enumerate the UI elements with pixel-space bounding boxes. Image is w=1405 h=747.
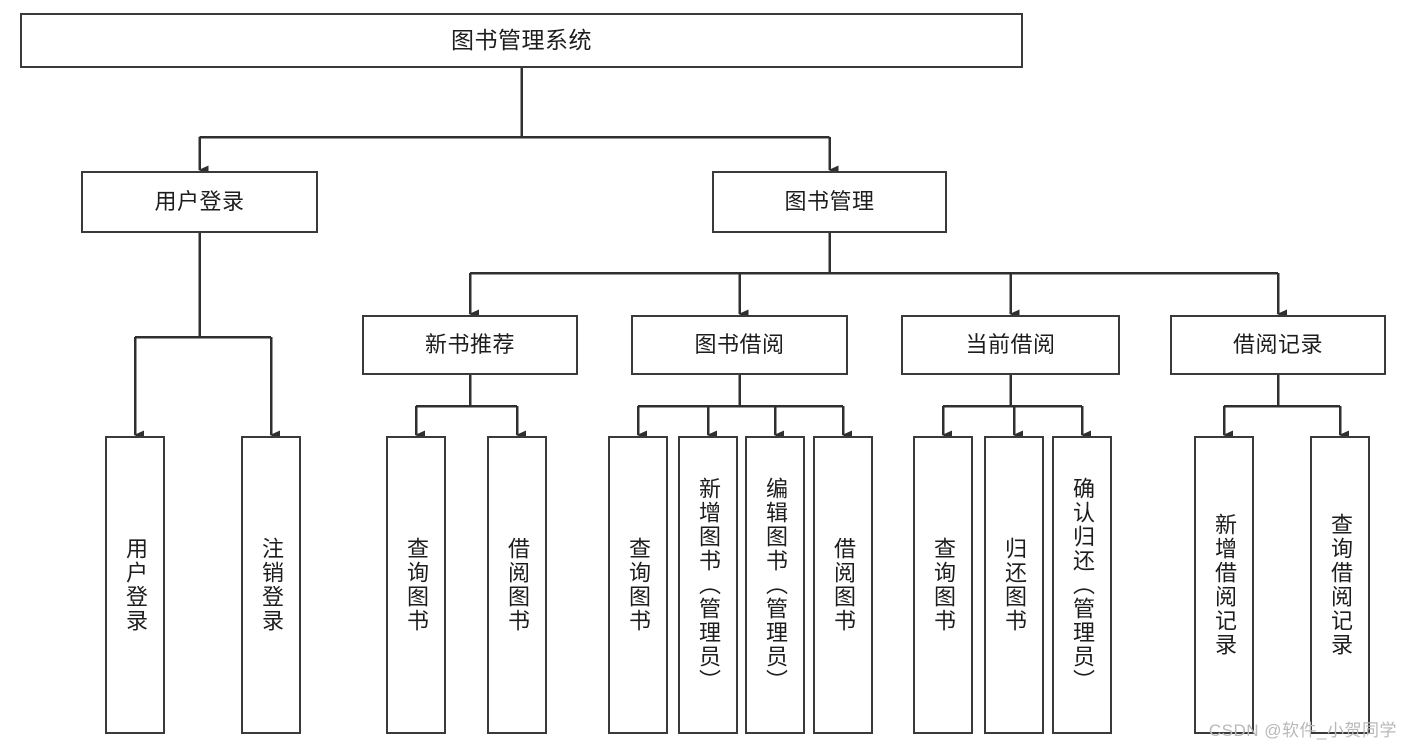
node-label-leaf-borrow-book: 借阅图书 bbox=[831, 537, 856, 633]
node-leaf-query-book-current[interactable]: 查询图书 bbox=[913, 436, 973, 734]
node-label-root: 图书管理系统 bbox=[451, 27, 592, 54]
node-leaf-user-login[interactable]: 用户登录 bbox=[105, 436, 165, 734]
node-label-leaf-query-book-current: 查询图书 bbox=[931, 537, 956, 633]
node-label-leaf-query-book-recommend: 查询图书 bbox=[404, 537, 429, 633]
node-book-manage[interactable]: 图书管理 bbox=[712, 171, 947, 233]
node-leaf-edit-book-admin[interactable]: 编辑图书（管理员） bbox=[745, 436, 805, 734]
node-leaf-query-book-recommend[interactable]: 查询图书 bbox=[386, 436, 446, 734]
node-label-user-login: 用户登录 bbox=[154, 189, 245, 215]
node-label-leaf-add-book-admin: 新增图书（管理员） bbox=[696, 477, 721, 693]
node-label-leaf-confirm-return-admin: 确认归还（管理员） bbox=[1070, 477, 1095, 693]
node-leaf-query-borrow-record[interactable]: 查询借阅记录 bbox=[1310, 436, 1370, 734]
node-label-book-manage: 图书管理 bbox=[784, 189, 875, 215]
node-leaf-confirm-return-admin[interactable]: 确认归还（管理员） bbox=[1052, 436, 1112, 734]
node-label-leaf-user-login: 用户登录 bbox=[123, 537, 148, 633]
node-label-leaf-edit-book-admin: 编辑图书（管理员） bbox=[763, 477, 788, 693]
node-borrow-record[interactable]: 借阅记录 bbox=[1170, 315, 1386, 375]
node-leaf-add-book-admin[interactable]: 新增图书（管理员） bbox=[678, 436, 738, 734]
node-label-leaf-query-borrow-record: 查询借阅记录 bbox=[1328, 513, 1353, 657]
node-leaf-borrow-book[interactable]: 借阅图书 bbox=[813, 436, 873, 734]
node-user-login[interactable]: 用户登录 bbox=[81, 171, 318, 233]
node-label-borrow-record: 借阅记录 bbox=[1232, 332, 1323, 358]
node-label-leaf-borrow-book-recommend: 借阅图书 bbox=[505, 537, 530, 633]
node-book-borrow[interactable]: 图书借阅 bbox=[631, 315, 848, 375]
node-label-leaf-add-borrow-record: 新增借阅记录 bbox=[1212, 513, 1237, 657]
node-new-book-recommend[interactable]: 新书推荐 bbox=[362, 315, 578, 375]
node-label-leaf-return-book: 归还图书 bbox=[1002, 537, 1027, 633]
node-leaf-add-borrow-record[interactable]: 新增借阅记录 bbox=[1194, 436, 1254, 734]
node-label-new-book-recommend: 新书推荐 bbox=[424, 332, 515, 358]
node-label-current-borrow: 当前借阅 bbox=[965, 332, 1056, 358]
node-label-leaf-logout: 注销登录 bbox=[259, 537, 284, 633]
node-leaf-borrow-book-recommend[interactable]: 借阅图书 bbox=[487, 436, 547, 734]
node-leaf-return-book[interactable]: 归还图书 bbox=[984, 436, 1044, 734]
node-label-book-borrow: 图书借阅 bbox=[694, 332, 785, 358]
node-label-leaf-query-book-borrow: 查询图书 bbox=[626, 537, 651, 633]
node-leaf-logout[interactable]: 注销登录 bbox=[241, 436, 301, 734]
node-root[interactable]: 图书管理系统 bbox=[20, 13, 1023, 68]
node-current-borrow[interactable]: 当前借阅 bbox=[901, 315, 1120, 375]
connector-lines bbox=[133, 68, 1349, 440]
node-leaf-query-book-borrow[interactable]: 查询图书 bbox=[608, 436, 668, 734]
